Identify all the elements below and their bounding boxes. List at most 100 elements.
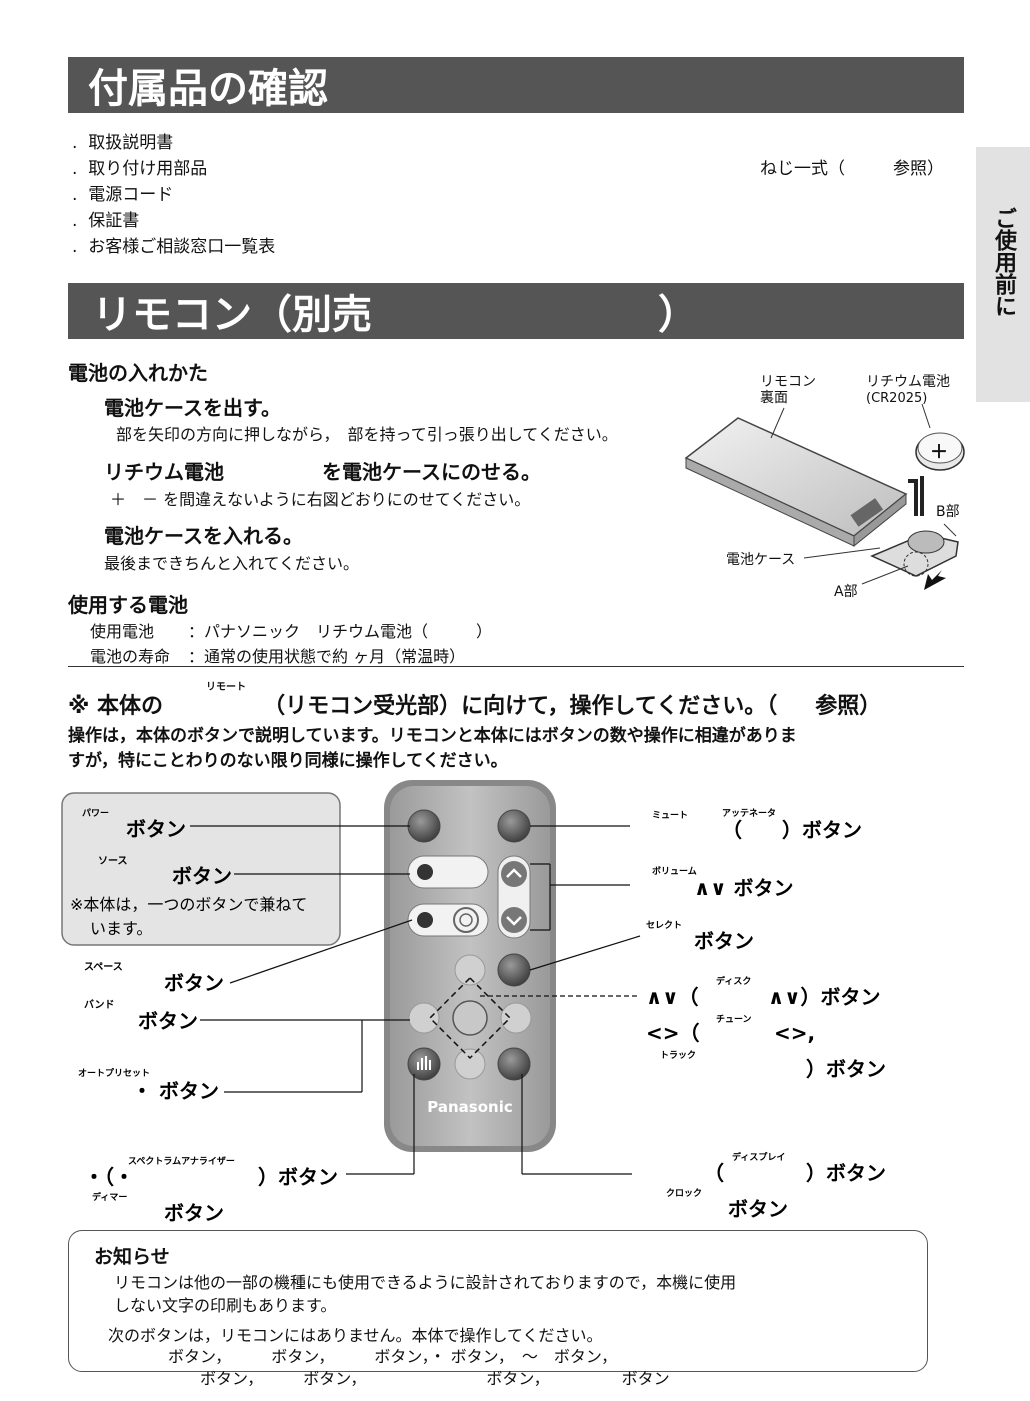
instruction-body-1: 操作は，本体のボタンで説明しています。リモコンと本体にはボタンの数や操作に相違が… [68, 726, 797, 746]
label-battery-case: 電池ケース [726, 552, 795, 568]
display-ruby: ディスプレイ [732, 1151, 785, 1163]
select-label: ボタン [694, 929, 754, 953]
step3-text: 最後まできちんと入れてください。 [104, 554, 360, 573]
label-a-part: A部 [834, 584, 858, 600]
remote-ruby: リモート [206, 682, 246, 693]
clock-label: ボタン [728, 1197, 788, 1221]
spectrum-disc-icon-inner [459, 913, 473, 927]
power-source-box [61, 792, 341, 946]
box-note-1: ※本体は，一つのボタンで兼ねて [70, 895, 307, 914]
spectrum-disc-icon [453, 907, 479, 933]
att-ruby: アッテネータ [722, 807, 776, 819]
accessories-note: ねじ一式（参照） [760, 159, 944, 179]
spectrum-label-b: ）ボタン [258, 1165, 338, 1189]
track-label: ）ボタン [806, 1057, 886, 1081]
label-remote-back-2: 裏面 [760, 389, 788, 406]
step2-text: ＋ － を間違えないように右図どおりにのせてください。 [110, 490, 531, 509]
cross-left-button[interactable] [408, 1002, 440, 1034]
cross-up-button[interactable] [454, 954, 486, 986]
mute-button[interactable] [497, 809, 531, 843]
dimmer-ruby: ディマー [92, 1191, 127, 1203]
cross-down-button[interactable] [454, 1048, 486, 1080]
display-button[interactable] [497, 1047, 531, 1081]
clock-ruby: クロック [666, 1188, 702, 1199]
band-ruby: バンド [84, 999, 115, 1011]
label-remote-back-1: リモコン [760, 374, 816, 390]
spectrum-button[interactable] [407, 1047, 441, 1081]
divider [68, 666, 964, 667]
remote-back-drawing [684, 417, 908, 548]
list-item: . 保証書 [72, 211, 140, 231]
select-button[interactable] [497, 953, 531, 987]
power-label: ボタン [126, 817, 186, 841]
tune-ruby: チューン [716, 1014, 752, 1025]
side-tab: ご使用前に [976, 147, 1030, 402]
battery-plus-mark: ＋ [930, 442, 948, 463]
volume-down-button[interactable] [501, 907, 527, 933]
notice-line2: しない文字の印刷もあります。 [114, 1296, 337, 1315]
spectrum-label-a: ・（・ [84, 1165, 134, 1189]
used-battery-row2: 電池の寿命：通常の使用状態で約 ヶ月（常温時） [90, 647, 466, 666]
preset-label: ・ ボタン [132, 1079, 219, 1103]
label-b-part: B部 [936, 504, 960, 520]
spectrum-ruby: スペクトラムアナライザー [128, 1156, 235, 1167]
space-label: ボタン [164, 971, 224, 995]
notice-title: お知らせ [94, 1246, 170, 1268]
space-ruby: スペース [84, 961, 123, 973]
label-battery-1: リチウム電池 [866, 374, 950, 390]
used-battery-heading: 使用する電池 [68, 593, 188, 617]
mute-ruby: ミュート [652, 810, 688, 821]
step2-title: リチウム電池を電池ケースにのせる。 [104, 460, 541, 484]
used-battery-row1: 使用電池：パナソニック リチウム電池（ ） [90, 622, 493, 641]
band-button[interactable] [407, 903, 489, 937]
display-label-b: ）ボタン [806, 1161, 886, 1185]
disc-ruby: ディスク [716, 975, 751, 987]
dimmer-label: ボタン [164, 1201, 224, 1225]
step1-text: 部を矢印の方向に押しながら， 部を持って引っ張り出してください。 [116, 425, 618, 444]
volume-up-icon [506, 868, 522, 878]
remote-diagram: Panasonic パワー ボタン ソース ボタン ※本体は，一つのボタンで兼ね… [61, 780, 886, 1225]
box-note-2: います。 [90, 919, 152, 938]
disc-label-a: ∧∨（ [646, 985, 698, 1009]
step1-title: 電池ケースを出す。 [104, 396, 281, 420]
source-button[interactable] [407, 855, 489, 889]
battery-heading: 電池の入れかた [68, 361, 208, 385]
select-ruby: セレクト [646, 920, 682, 931]
list-item: . 取り付け用部品 [72, 159, 208, 179]
instruction-body-2: すが，特にことわりのない限り同様に操作してください。 [68, 751, 508, 771]
source-ruby: ソース [98, 855, 128, 867]
volume-down-icon [506, 916, 522, 926]
display-label-a: （ [704, 1161, 724, 1185]
instruction-line: ※ 本体の（リモコン受光部）に向けて，操作してください。（参照） [68, 694, 882, 719]
volume-label: ∧∨ ボタン [694, 876, 793, 900]
tune-label-b: <>, [774, 1021, 815, 1045]
notice-line3: 次のボタンは，リモコンにはありません。本体で操作してください。 [108, 1326, 603, 1345]
volume-ruby: ボリューム [652, 865, 697, 877]
side-tab-label: ご使用前に [991, 207, 1016, 317]
label-battery-2: (CR2025) [866, 391, 927, 406]
source-indicator-icon [417, 864, 433, 880]
tune-label-a: <>（ [646, 1021, 700, 1045]
spectrum-bars-icon [417, 1056, 431, 1070]
battery-coin-drawing [915, 432, 965, 471]
notice-line1: リモコンは他の一部の機種にも使用できるように設計されておりますので，本機に使用 [114, 1273, 737, 1292]
power-button[interactable] [407, 809, 441, 843]
disc-label-b: ∧∨）ボタン [768, 985, 880, 1009]
band-indicator-icon [417, 912, 433, 928]
battery-case-drawing [870, 476, 959, 577]
step3-title: 電池ケースを入れる。 [104, 524, 303, 548]
list-item: . お客様ご相談窓口一覧表 [72, 237, 276, 257]
volume-up-button[interactable] [501, 861, 527, 887]
notice-line5: ボタン， ボタン， ボタン， ボタン [200, 1369, 670, 1388]
cross-right-button[interactable] [500, 1002, 532, 1034]
battery-figure: ＋ リモコン 裏面 リチウム電池 (CR2025) B部 電池ケース A部 [684, 374, 965, 600]
source-label: ボタン [172, 864, 232, 888]
cross-key-dashed-outline [428, 976, 512, 1060]
list-item: . 電源コード [72, 185, 174, 205]
notice-box [68, 1230, 928, 1372]
cross-center-button[interactable] [452, 1000, 488, 1036]
accessories-list: . 取扱説明書 . 取り付け用部品 . 電源コード . 保証書 . お客様ご相談… [72, 130, 275, 260]
remote-brand: Panasonic [427, 1098, 512, 1116]
power-ruby: パワー [82, 807, 109, 819]
cross-key [408, 954, 532, 1080]
